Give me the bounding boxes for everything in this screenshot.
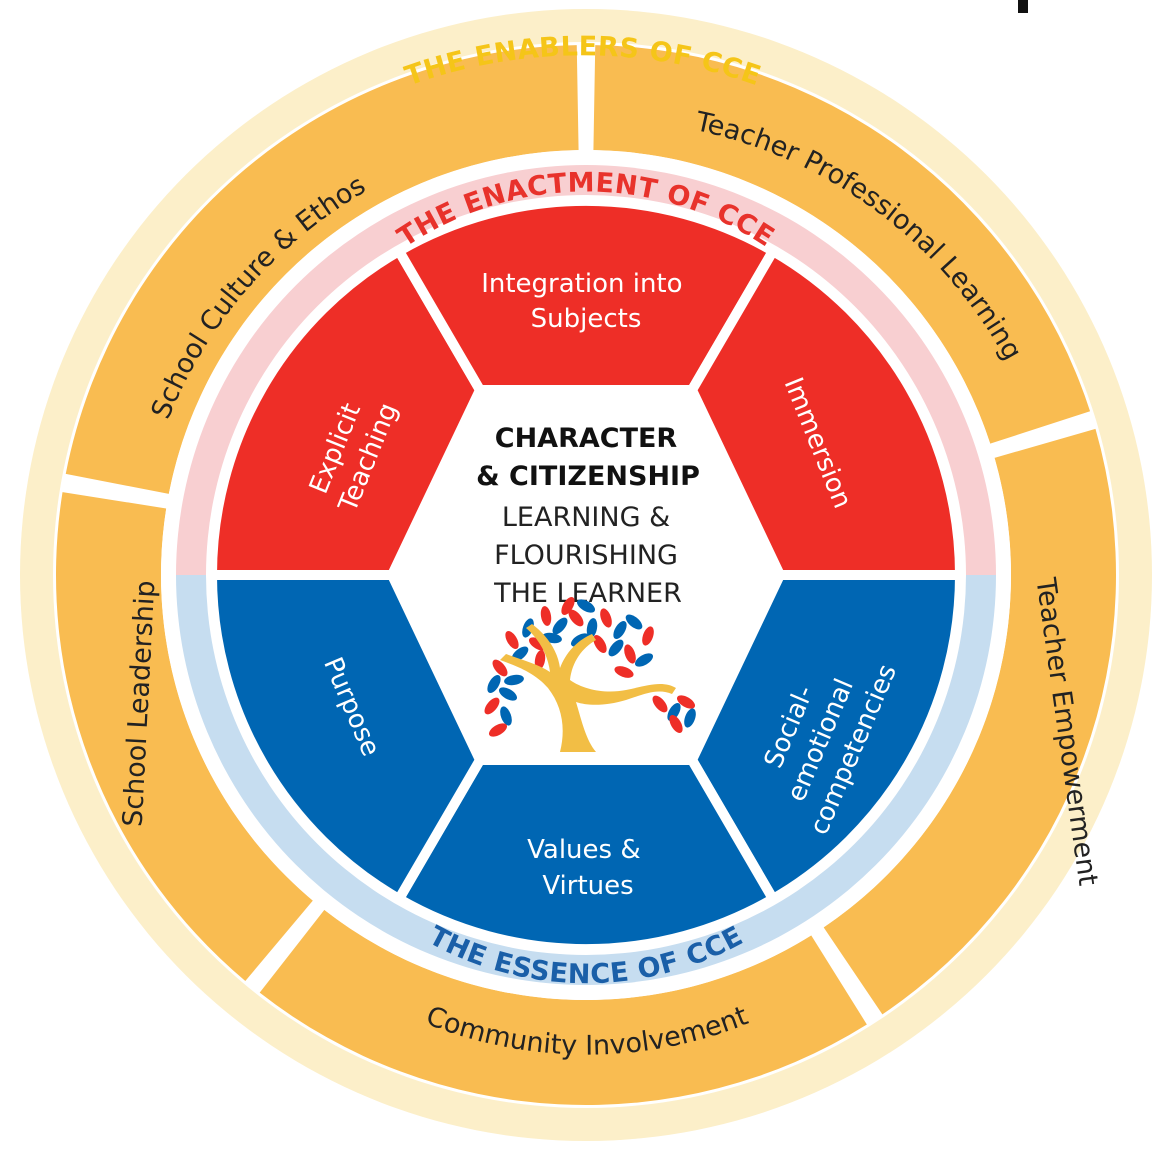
segment-label-integration: Integration into Subjects [481, 269, 691, 334]
tree-leaf [505, 630, 519, 650]
tree-leaf [642, 626, 654, 646]
tree-trunk [500, 624, 676, 752]
tree-leaf [540, 606, 552, 626]
tree-leaf [669, 714, 683, 734]
tree-leaf [676, 695, 696, 709]
tree-leaf [504, 674, 524, 686]
corner-mark [1018, 0, 1028, 13]
enabler-wedges [55, 45, 1117, 1105]
segment-integration-into-subjects [392, 195, 780, 395]
enabler-wedge-school-culture [65, 45, 579, 494]
tree-leaf [570, 633, 590, 647]
center-title: CHARACTER & CITIZENSHIP [476, 423, 700, 492]
tree-leaf [576, 599, 596, 613]
tree-leaf [561, 596, 575, 616]
enabler-wedge-school-leadership [55, 492, 313, 982]
tree-leaf [568, 609, 584, 627]
tree-leaf [614, 666, 634, 678]
tree-leaf [684, 708, 696, 728]
segment-explicit-teaching [206, 244, 486, 580]
center-hexagon [392, 390, 780, 760]
tree-leaf [500, 706, 512, 726]
tree-leaf [498, 687, 518, 701]
tree-leaf [634, 653, 654, 667]
segment-values-virtues [392, 755, 780, 955]
tree-leaf [613, 620, 627, 640]
segment-purpose [206, 570, 486, 906]
tree-canopy [484, 596, 696, 737]
center-subtitle: LEARNING & FLOURISHING THE LEARNER [493, 502, 682, 609]
tree-leaf [487, 674, 501, 694]
enabler-wedge-teacher-empowerment [823, 428, 1117, 1015]
tree-leaf [534, 650, 546, 670]
tree-leaf [600, 608, 612, 628]
enabler-wedge-community-involvement [259, 909, 867, 1105]
tree-leaf [593, 634, 607, 654]
tree-leaf [652, 695, 668, 713]
segment-label-values-virtues: Values & Virtues [527, 835, 649, 901]
segment-immersion [686, 244, 966, 580]
tree-icon [484, 596, 696, 752]
segment-social-emotional [686, 570, 966, 906]
tree-leaf [625, 614, 643, 630]
enabler-wedge-teacher-professional-learning [593, 45, 1091, 444]
tree-leaf [608, 639, 624, 657]
tree-leaf [488, 723, 508, 737]
tree-leaf [624, 644, 636, 664]
tree-leaf [586, 618, 598, 638]
tree-leaf [492, 659, 508, 677]
tree-leaf [484, 697, 500, 715]
inner-segments-layer [206, 195, 966, 955]
tree-leaf [552, 617, 568, 635]
